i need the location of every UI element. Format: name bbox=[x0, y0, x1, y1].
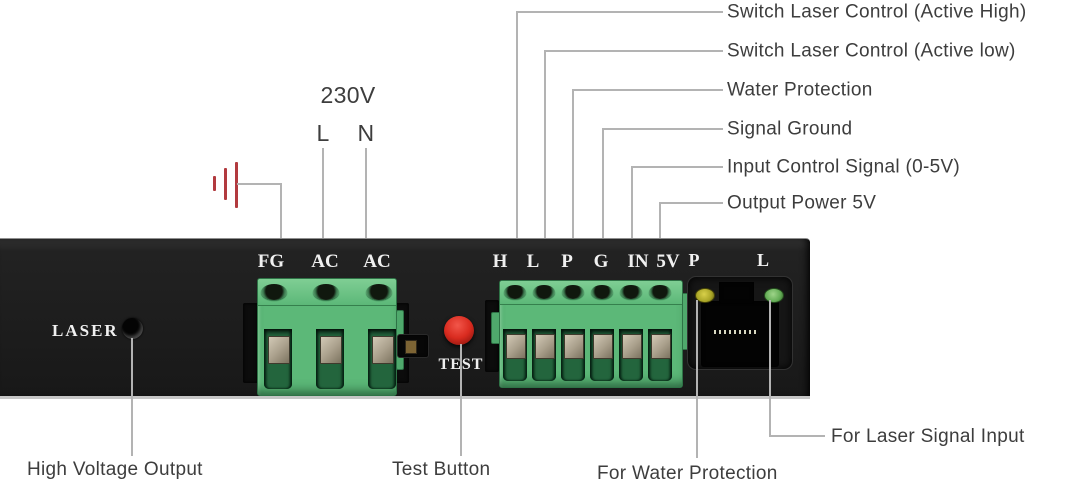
wire-slot-ac1 bbox=[316, 329, 344, 389]
laser-signal-led bbox=[764, 288, 784, 303]
callout-switch-active-high: Switch Laser Control (Active High) bbox=[727, 1, 1027, 23]
callout-line-laser-signal-h bbox=[769, 435, 825, 437]
callout-switch-active-low: Switch Laser Control (Active low) bbox=[727, 40, 1016, 62]
callout-line-in-terminal-h bbox=[631, 166, 723, 168]
wire-slot-5v bbox=[648, 329, 672, 381]
laser-signal-port bbox=[687, 276, 793, 370]
high-voltage-output-hole bbox=[122, 318, 143, 339]
wire-contact-l bbox=[535, 334, 555, 359]
callout-line-test-button bbox=[460, 344, 462, 456]
rj45-cavity bbox=[701, 301, 779, 367]
callout-line-p-terminal bbox=[572, 89, 574, 352]
config-jumper-switch bbox=[397, 334, 429, 358]
screw-terminal-h bbox=[504, 285, 526, 299]
callout-high-voltage-output: High Voltage Output bbox=[27, 459, 203, 480]
wire-contact-ac1 bbox=[320, 336, 342, 364]
wire-slot-p bbox=[561, 329, 585, 381]
wire-slot-h bbox=[503, 329, 527, 381]
screw-terminal-p bbox=[562, 285, 584, 299]
callout-line-l-terminal-h bbox=[544, 50, 723, 52]
wire-contact-ac2 bbox=[372, 336, 394, 364]
callout-line-water-protection bbox=[696, 300, 698, 458]
rj45-clip-notch bbox=[719, 282, 754, 304]
screw-terminal-ac1 bbox=[313, 284, 339, 300]
laser-output-label: LASER bbox=[52, 321, 119, 340]
rj45-pins bbox=[714, 330, 764, 334]
callout-water-protection: Water Protection bbox=[727, 79, 873, 101]
wire-slot-in bbox=[619, 329, 643, 381]
screw-terminal-g bbox=[591, 285, 613, 299]
terminal-screw-row bbox=[258, 279, 396, 306]
callout-for-laser-signal-input: For Laser Signal Input bbox=[831, 426, 1025, 447]
screw-terminal-in bbox=[620, 285, 642, 299]
neutral-wire-label: N bbox=[357, 120, 375, 146]
callout-output-power-5v: Output Power 5V bbox=[727, 192, 877, 214]
callout-line-h-terminal bbox=[516, 11, 518, 352]
screw-terminal-l bbox=[533, 285, 555, 299]
wire-contact-g bbox=[593, 334, 613, 359]
live-wire-label: L bbox=[316, 120, 330, 146]
wire-slot-fg bbox=[264, 329, 292, 389]
callout-for-water-protection: For Water Protection bbox=[597, 463, 778, 484]
callout-line-p-terminal-h bbox=[572, 89, 723, 91]
terminal-label-ac2: AC bbox=[363, 251, 391, 272]
terminal-mount-recess bbox=[243, 303, 258, 383]
jumper-cap bbox=[405, 340, 417, 354]
callout-line-h-terminal-h bbox=[516, 11, 723, 13]
terminal-screw-row bbox=[500, 281, 682, 305]
callout-line-hv-output bbox=[131, 338, 133, 456]
callout-test-button: Test Button bbox=[392, 459, 491, 480]
terminal-label-l: L bbox=[526, 251, 540, 272]
ground-callout-line-h bbox=[237, 183, 282, 185]
signal-terminal-block bbox=[499, 280, 683, 388]
wire-contact-p bbox=[564, 334, 584, 359]
terminal-label-in: IN bbox=[627, 251, 649, 272]
callout-line-g-terminal-h bbox=[602, 128, 723, 130]
wire-slot-g bbox=[590, 329, 614, 381]
terminal-label-ac1: AC bbox=[311, 251, 339, 272]
screw-terminal-fg bbox=[261, 284, 287, 300]
terminal-label-h: H bbox=[492, 251, 508, 272]
wire-slot-ac2 bbox=[368, 329, 396, 389]
water-protection-led bbox=[695, 288, 715, 303]
terminal-label-g: G bbox=[593, 251, 609, 272]
ac-terminal-block bbox=[257, 278, 397, 396]
wire-contact-h bbox=[506, 334, 526, 359]
screw-terminal-ac2 bbox=[366, 284, 392, 300]
wire-contact-5v bbox=[651, 334, 671, 359]
wire-contact-fg bbox=[268, 336, 290, 364]
callout-input-control: Input Control Signal (0-5V) bbox=[727, 156, 961, 178]
terminal-label-p: P bbox=[561, 251, 573, 272]
port-led-label-l: L bbox=[756, 250, 770, 270]
wire-contact-in bbox=[622, 334, 642, 359]
wire-slot-l bbox=[532, 329, 556, 381]
screw-terminal-5v bbox=[649, 285, 671, 299]
panel-bottom-edge bbox=[0, 396, 810, 399]
terminal-label-5v: 5V bbox=[656, 251, 680, 272]
port-led-label-p: P bbox=[688, 250, 700, 270]
terminal-label-fg: FG bbox=[257, 251, 285, 272]
callout-line-l-terminal bbox=[544, 50, 546, 352]
test-button bbox=[444, 316, 474, 345]
callout-line-laser-signal-v bbox=[769, 300, 771, 437]
callout-line-5v-terminal-h bbox=[659, 202, 723, 204]
callout-signal-ground: Signal Ground bbox=[727, 118, 853, 140]
mains-voltage-label: 230V bbox=[320, 82, 376, 108]
